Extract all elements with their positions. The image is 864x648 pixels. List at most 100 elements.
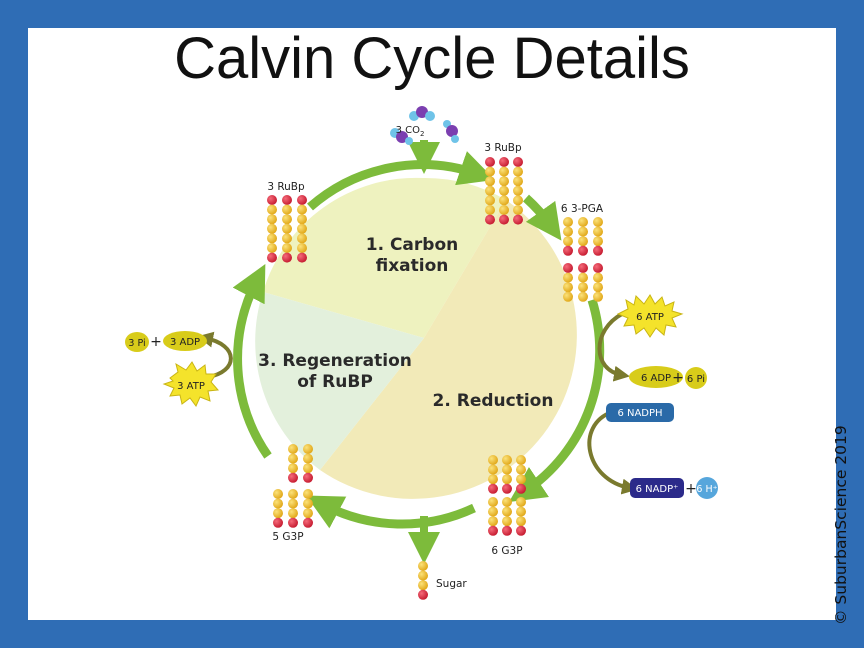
atp-to-adp-arrow: [597, 312, 630, 382]
carbon-bead: [563, 236, 573, 247]
cycle-arrow-right: [509, 298, 605, 502]
phosphate-bead: [578, 263, 588, 273]
phase-regeneration-line2: of RuBP: [297, 372, 373, 392]
co2-molecules-icon: [390, 106, 459, 145]
phosphate-bead: [499, 214, 509, 225]
carbon-bead: [513, 185, 523, 196]
rubp-left-label: 3 RuBp: [267, 181, 305, 193]
carbon-bead: [288, 444, 298, 454]
carbon-bead: [273, 498, 283, 509]
carbon-bead: [488, 497, 498, 507]
phosphate-bead: [288, 472, 298, 483]
phosphate-bead: [593, 245, 603, 256]
nadph-in-label: 6 NADPH: [617, 408, 662, 419]
nadp-box: [630, 478, 684, 498]
co2-label: 3 CO2: [396, 125, 425, 138]
carbon-bead: [288, 498, 298, 509]
h-ion-circle: [696, 477, 718, 499]
carbon-bead: [485, 185, 495, 196]
carbon-bead: [418, 580, 428, 591]
carbon-bead: [516, 474, 526, 485]
carbon-bead: [513, 166, 523, 177]
carbon-bead: [578, 226, 588, 237]
carbon-bead: [578, 236, 588, 247]
carbon-bead: [303, 444, 313, 454]
atp-burst-icon: [616, 294, 684, 338]
carbon-bead: [563, 217, 573, 227]
phosphate-bead: [282, 252, 292, 263]
carbon-bead: [297, 204, 307, 215]
regen-pi-circle: [125, 332, 149, 352]
carbon-bead: [578, 291, 588, 302]
adp-out-oval: [629, 366, 683, 388]
pi-out-circle: [685, 367, 707, 389]
carbon-bead: [516, 516, 526, 527]
carbon-bead: [485, 205, 495, 215]
h-out-label: 6 H⁺: [696, 484, 717, 495]
g3p-left-label: 5 G3P: [272, 531, 303, 543]
phosphate-bead: [563, 263, 573, 273]
carbon-bead: [303, 453, 313, 464]
carbon-bead: [578, 272, 588, 283]
plus-1: +: [672, 370, 684, 386]
phosphate-bead: [563, 245, 573, 256]
sector-carbon-fixation-b: [263, 177, 424, 338]
regen-atp-burst-icon: [162, 361, 220, 407]
phosphate-bead: [282, 195, 292, 205]
phosphate-bead: [578, 245, 588, 256]
cycle-arrow-right-upper: [522, 194, 562, 241]
pga-label: 6 3-PGA: [561, 203, 604, 215]
phase-carbon-fixation-line1: 1. Carbon: [366, 235, 459, 255]
carbon-bead: [593, 226, 603, 237]
carbon-bead: [488, 506, 498, 517]
carbon-bead: [282, 214, 292, 225]
carbon-bead: [593, 217, 603, 227]
phosphate-bead: [502, 483, 512, 494]
carbon-bead: [502, 497, 512, 507]
phosphate-bead: [593, 263, 603, 273]
carbon-bead: [516, 464, 526, 475]
sugar-label: Sugar: [436, 578, 467, 590]
carbon-bead: [593, 291, 603, 302]
phosphate-bead: [267, 195, 277, 205]
carbon-bead: [513, 195, 523, 206]
carbon-bead: [513, 176, 523, 187]
regen-atp-to-adp-arrow: [197, 331, 233, 379]
carbon-bead: [303, 508, 313, 519]
atp-in-label: 6 ATP: [636, 312, 664, 323]
phase-reduction: 2. Reduction: [433, 391, 554, 411]
phosphate-bead: [516, 483, 526, 494]
regen-adp-label: 3 ADP: [170, 337, 200, 348]
carbon-bead: [267, 233, 277, 244]
carbon-bead: [578, 282, 588, 293]
carbon-bead: [485, 195, 495, 206]
carbon-bead: [267, 243, 277, 253]
sector-reduction: [320, 200, 577, 499]
phosphate-bead: [502, 525, 512, 536]
carbon-bead: [502, 455, 512, 465]
phosphate-bead: [297, 195, 307, 205]
phosphate-bead: [297, 252, 307, 263]
carbon-bead: [488, 474, 498, 485]
phosphate-bead: [485, 157, 495, 167]
carbon-bead: [297, 223, 307, 234]
phosphate-bead: [418, 589, 428, 600]
cycle-arrow-bottom: [306, 495, 476, 529]
carbon-bead: [273, 508, 283, 519]
carbon-bead: [282, 204, 292, 215]
regen-atp-label: 3 ATP: [177, 381, 205, 392]
carbon-bead: [267, 204, 277, 215]
carbon-bead: [297, 214, 307, 225]
plus-3: +: [150, 334, 162, 350]
carbon-bead: [485, 176, 495, 187]
plus-2: +: [685, 481, 697, 497]
rubp-top-label: 3 RuBp: [484, 142, 522, 154]
carbon-bead: [485, 166, 495, 177]
carbon-bead: [516, 506, 526, 517]
carbon-bead: [516, 455, 526, 465]
carbon-bead: [282, 243, 292, 253]
carbon-bead: [282, 233, 292, 244]
adp-out-label: 6 ADP: [641, 373, 671, 384]
